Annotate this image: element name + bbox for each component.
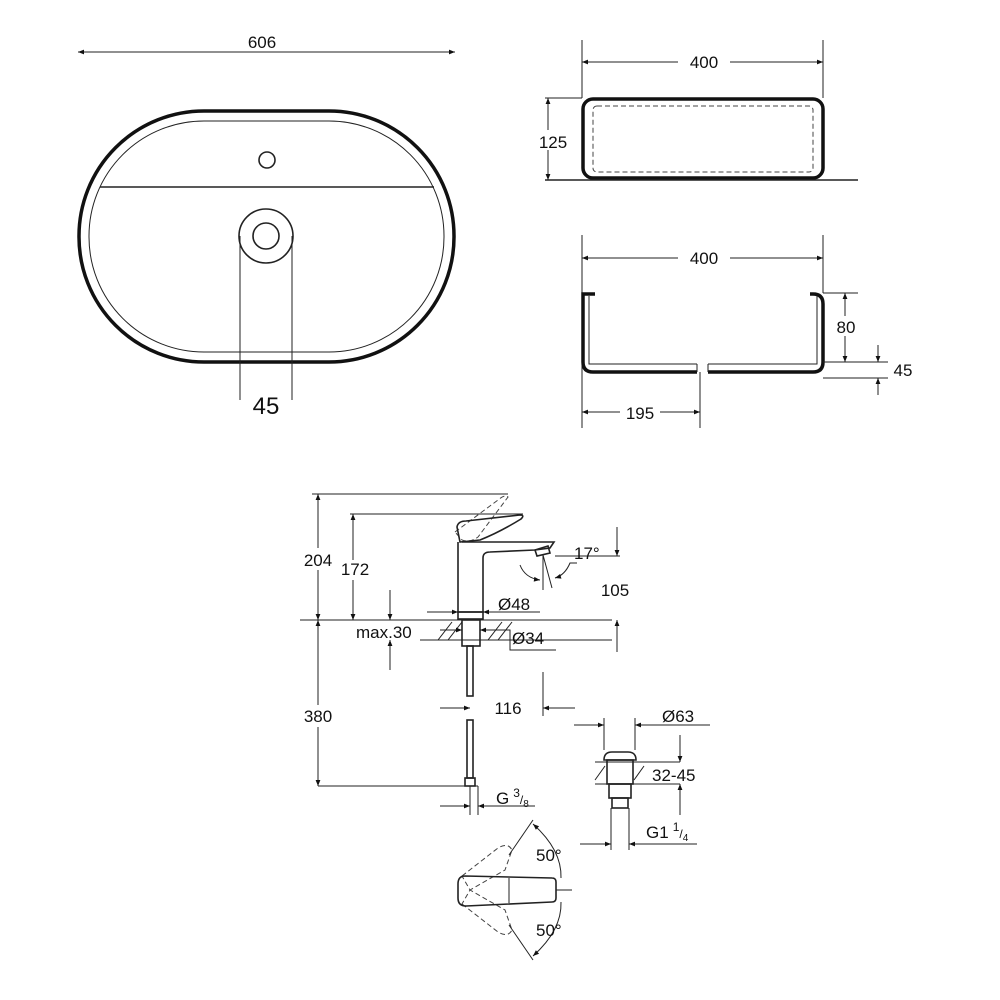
projection-label: 105 — [601, 581, 629, 600]
basin-width-label: 606 — [248, 33, 276, 52]
aerator — [533, 544, 552, 557]
hole-diameter-label: Ø34 — [512, 629, 544, 648]
waste-range-label: 32-45 — [652, 766, 695, 785]
max-thickness-label: max.30 — [356, 623, 412, 642]
section-width-label: 400 — [690, 249, 718, 268]
total-height-label: 204 — [304, 551, 332, 570]
deck-hatching — [420, 621, 612, 641]
mounting-shank — [461, 619, 481, 647]
flex-hose-upper — [466, 645, 474, 697]
spout-angle-label: 17° — [574, 544, 600, 563]
faucet-side-view: 204 172 17° 105 Ø48 max. — [298, 493, 629, 815]
hose-length-label: 380 — [304, 707, 332, 726]
basin-side-view: 400 125 — [532, 40, 858, 181]
tap-hole — [258, 151, 276, 169]
waste-cap — [603, 751, 637, 761]
waste-diameter-label: Ø63 — [662, 707, 694, 726]
lever-angle-top-label: 50° — [536, 846, 562, 865]
lever-angle-bottom-label: 50° — [536, 921, 562, 940]
drain-size-label: 45 — [253, 393, 280, 420]
side-width-label: 400 — [690, 53, 718, 72]
lever-handle — [457, 875, 557, 907]
side-outline — [581, 97, 825, 180]
basin-inner-rim — [88, 120, 445, 353]
section-outline — [581, 292, 825, 374]
drain-inner — [252, 222, 280, 250]
section-depth-label: 80 — [837, 318, 856, 337]
offset-label: 116 — [494, 699, 521, 718]
basin-top-view: 606 45 — [77, 33, 456, 420]
basin-outer-rim — [77, 109, 456, 364]
faucet-lever — [456, 514, 524, 543]
base-diameter-label: Ø48 — [498, 595, 530, 614]
section-bottom-label: 45 — [894, 361, 913, 380]
drain-outer — [238, 208, 294, 264]
spout-height-label: 172 — [341, 560, 369, 579]
basin-section-view: 400 80 45 195 — [581, 235, 913, 428]
lever-top-view: 50° 50° — [457, 819, 572, 961]
flex-hose-lower — [466, 719, 474, 779]
drain-position-label: 195 — [626, 404, 654, 423]
side-height-label: 125 — [539, 133, 567, 152]
